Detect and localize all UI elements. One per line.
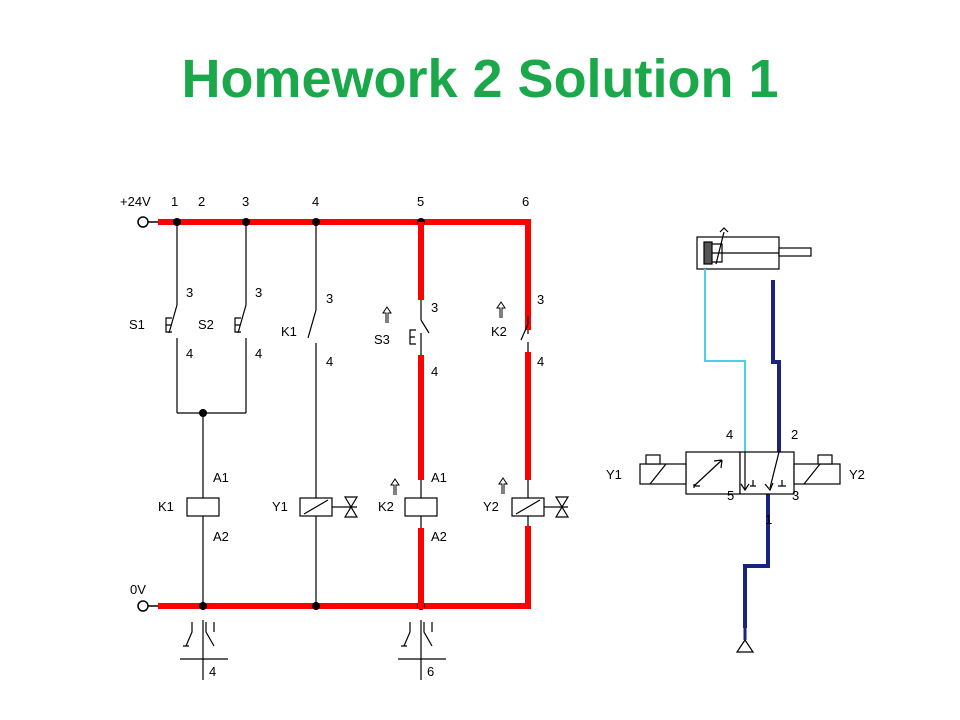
valve-port-4: 4 — [726, 427, 733, 442]
exhaust-line — [704, 269, 746, 470]
k2-contact-terminal-4: 4 — [537, 354, 544, 369]
s2-label: S2 — [198, 317, 214, 332]
k2-coil-a2: A2 — [431, 529, 447, 544]
directional-valve — [639, 451, 841, 495]
rung-number: 4 — [312, 194, 319, 209]
k2-coil-label: K2 — [378, 499, 394, 514]
pneumatic-circuit: Y1 Y2 4 2 5 3 1 — [606, 227, 865, 653]
rung-number: 6 — [522, 194, 529, 209]
valve-port-5: 5 — [727, 488, 734, 503]
y1-coil-label: Y1 — [272, 499, 288, 514]
supply-rail: +24V — [120, 194, 531, 330]
rung-numbers: 1 2 3 4 5 6 — [171, 194, 529, 209]
k1-contact-terminal-3: 3 — [326, 291, 333, 306]
s2-terminal-4: 4 — [255, 346, 262, 361]
k1-contact-table — [180, 620, 228, 680]
k2-coil-a1: A1 — [431, 470, 447, 485]
rung-2-s2 — [177, 222, 247, 414]
k2-table-ref: 6 — [427, 664, 434, 679]
ground-label: 0V — [130, 582, 146, 597]
page-title: Homework 2 Solution 1 — [181, 49, 779, 109]
k1-contact-label: K1 — [281, 324, 297, 339]
valve-solenoid-y2: Y2 — [849, 467, 865, 482]
s2-terminal-3: 3 — [255, 285, 262, 300]
double-acting-cylinder — [696, 227, 812, 270]
s1-label: S1 — [129, 317, 145, 332]
ladder-diagram: +24V 0V 1 2 3 4 5 6 — [120, 194, 570, 680]
rung-number: 5 — [417, 194, 424, 209]
rung-number: 3 — [242, 194, 249, 209]
k2-contact-label: K2 — [491, 324, 507, 339]
k1-coil-a2: A2 — [213, 529, 229, 544]
s3-terminal-4: 4 — [431, 364, 438, 379]
k1-contact-terminal-4: 4 — [326, 354, 333, 369]
valve-solenoid-y1: Y1 — [606, 467, 622, 482]
k1-coil-label: K1 — [158, 499, 174, 514]
s3-label: S3 — [374, 332, 390, 347]
y2-coil-label: Y2 — [483, 499, 499, 514]
s3-terminal-3: 3 — [431, 300, 438, 315]
k1-table-ref: 4 — [209, 664, 216, 679]
k2-contact-terminal-3: 3 — [537, 292, 544, 307]
k2-contact-table — [398, 620, 446, 680]
valve-port-2: 2 — [791, 427, 798, 442]
pressure-line-out — [771, 280, 781, 453]
junction-dots — [173, 218, 425, 610]
pressure-source — [735, 638, 755, 653]
rung-4 — [299, 222, 359, 606]
valve-port-3: 3 — [792, 488, 799, 503]
s1-terminal-3: 3 — [186, 285, 193, 300]
valve-port-1: 1 — [765, 512, 772, 527]
rung-number: 1 — [171, 194, 178, 209]
rung-1-s1 — [165, 222, 178, 413]
ground-rail: 0V — [130, 582, 531, 612]
rung-6 — [496, 301, 570, 609]
k1-coil-a1: A1 — [213, 470, 229, 485]
k1-coil — [186, 413, 220, 606]
rung-number: 2 — [198, 194, 205, 209]
supply-label: +24V — [120, 194, 151, 209]
supply-line — [743, 494, 770, 628]
s1-terminal-4: 4 — [186, 346, 193, 361]
rung-5 — [382, 222, 438, 609]
